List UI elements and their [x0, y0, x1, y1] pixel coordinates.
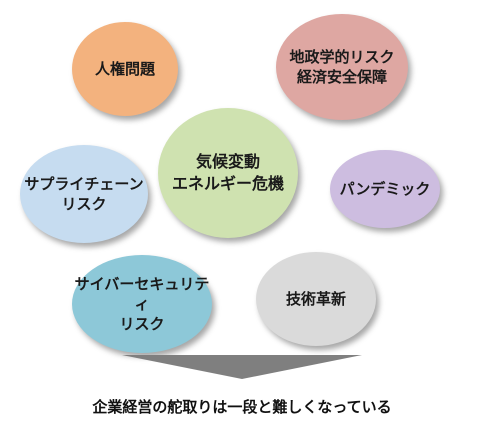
bubble-tech-innovation: 技術革新 — [256, 252, 376, 346]
bubble-human-rights-label: 人権問題 — [94, 59, 155, 78]
bubble-cybersecurity-label: サイバーセキュリティ リスク — [74, 274, 210, 334]
bubble-pandemic: パンデミック — [330, 150, 440, 228]
bubble-supply-chain: サプライチェーン リスク — [20, 145, 148, 243]
bubble-cybersecurity: サイバーセキュリティ リスク — [72, 255, 212, 353]
bubble-human-rights: 人権問題 — [72, 22, 178, 116]
down-arrow-icon — [122, 355, 362, 379]
bubble-geopolitical-risk: 地政学的リスク 経済安全保障 — [276, 14, 408, 120]
caption: 企業経営の舵取りは一段と難しくなっている — [92, 398, 392, 416]
down-arrow-shape — [122, 355, 362, 379]
bubble-climate-energy: 気候変動 エネルギー危機 — [158, 108, 298, 238]
bubble-pandemic-label: パンデミック — [339, 179, 431, 198]
bubble-climate-energy-label: 気候変動 エネルギー危機 — [171, 152, 284, 193]
bubble-supply-chain-label: サプライチェーン リスク — [24, 174, 144, 213]
bubble-geopolitical-risk-label: 地政学的リスク 経済安全保障 — [289, 47, 395, 86]
bubble-tech-innovation-label: 技術革新 — [285, 289, 346, 308]
